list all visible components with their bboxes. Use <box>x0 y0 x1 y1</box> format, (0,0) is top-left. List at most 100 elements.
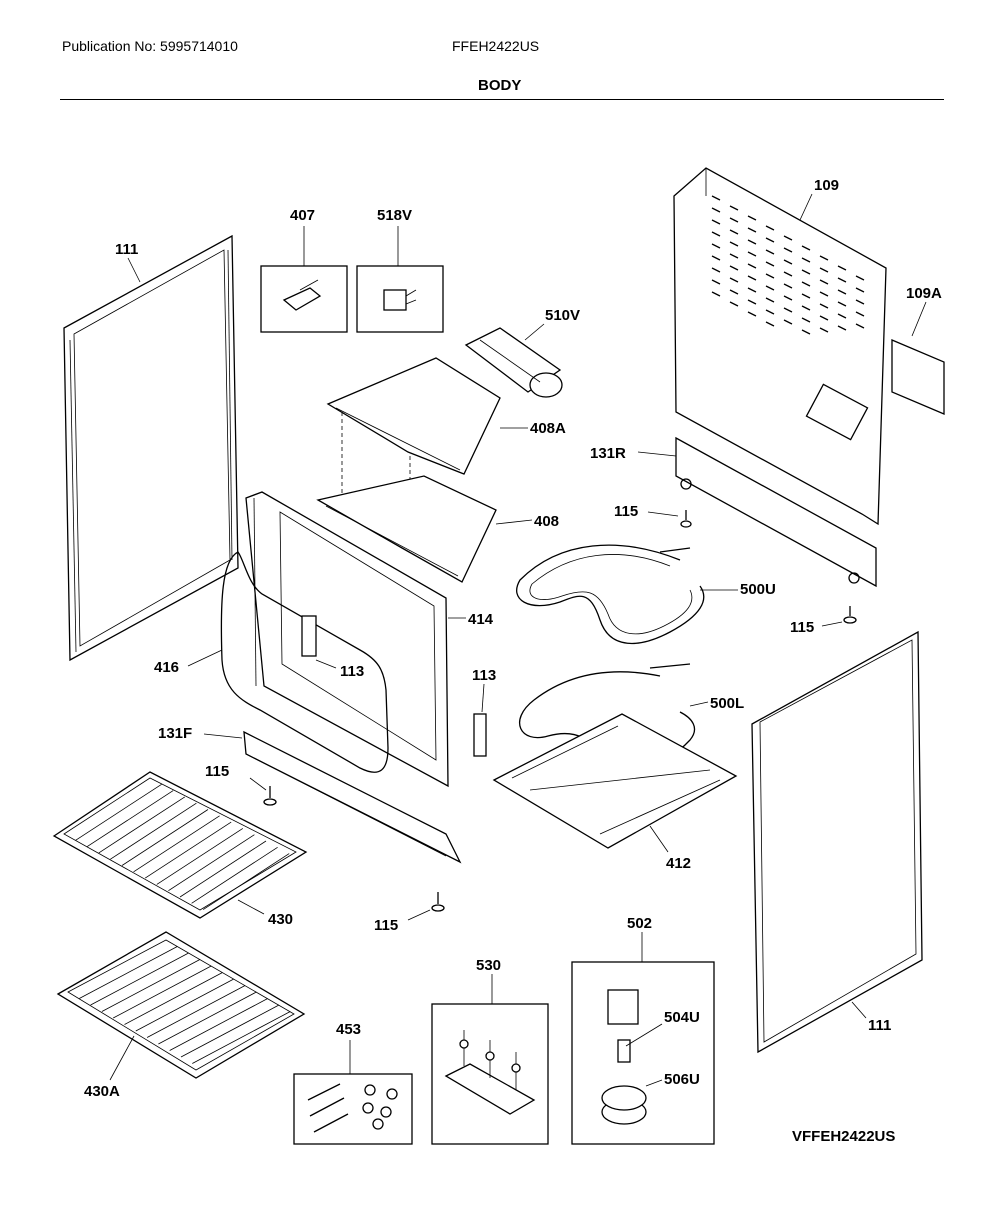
vent-slot <box>711 267 721 273</box>
part-407-clip <box>282 279 322 311</box>
label-109: 109 <box>814 177 839 194</box>
label-408: 408 <box>534 513 559 530</box>
door-gasket-416[interactable] <box>220 551 389 773</box>
label-500l: 500L <box>710 695 744 712</box>
vent-slot <box>783 271 793 277</box>
label-430: 430 <box>268 911 293 928</box>
fan-motor-510v[interactable] <box>464 327 563 398</box>
leader-131r <box>637 451 677 457</box>
oven-liner-414[interactable] <box>245 491 449 788</box>
leveling-leg-115-b[interactable] <box>843 606 857 624</box>
oven-bottom-412[interactable] <box>492 713 738 849</box>
leveling-leg-115-c[interactable] <box>263 786 277 806</box>
rack-wire <box>113 965 212 1019</box>
label-115-c: 115 <box>205 763 229 780</box>
diagram-code: VFFEH2422US <box>792 1128 896 1145</box>
rack-wire <box>90 952 189 1006</box>
duct-408[interactable] <box>316 475 497 583</box>
vent-slot <box>729 277 739 283</box>
rack-wire <box>179 840 267 898</box>
side-panel-left[interactable] <box>63 234 239 662</box>
vent-slot <box>819 327 829 333</box>
rack-wire <box>192 1011 291 1064</box>
front-bracket-131f[interactable] <box>243 730 462 864</box>
vent-slot <box>711 195 721 201</box>
side-panel-right[interactable] <box>751 630 923 1054</box>
leveling-leg-115-d[interactable] <box>431 892 445 912</box>
vent-slot <box>729 205 739 211</box>
vent-slot <box>855 287 865 293</box>
publication-number: Publication No: 5995714010 <box>62 38 238 54</box>
vent-slot <box>783 307 793 313</box>
label-407: 407 <box>290 207 315 224</box>
rack-wire <box>146 985 246 1038</box>
vent-slot <box>855 299 865 305</box>
vent-slot <box>747 215 757 221</box>
vent-slot <box>801 317 811 323</box>
rack-wire <box>180 1004 280 1058</box>
leveling-leg-115-a[interactable] <box>680 510 692 528</box>
vent-slot <box>765 225 775 231</box>
back-panel-109[interactable] <box>673 167 887 526</box>
lower-element-500l[interactable] <box>518 663 696 771</box>
label-412: 412 <box>666 855 691 872</box>
vent-slot <box>837 277 847 283</box>
vent-slot <box>855 311 865 317</box>
leader-500l <box>689 701 709 707</box>
cover-109a[interactable] <box>891 339 945 415</box>
vent-slot <box>819 255 829 261</box>
leader-113-b <box>481 683 485 713</box>
rack-wire <box>75 783 162 841</box>
leader-430 <box>237 899 265 915</box>
rear-bracket-131r[interactable] <box>675 436 877 588</box>
leader-111-right <box>851 1001 867 1019</box>
rack-wire <box>133 815 220 873</box>
label-111-right: 111 <box>868 1017 891 1034</box>
upper-element-500u[interactable] <box>516 544 705 644</box>
vent-slot <box>747 311 757 317</box>
vent-slot <box>729 289 739 295</box>
vent-slot <box>711 219 721 225</box>
vent-slot <box>837 325 847 331</box>
part-407-box[interactable] <box>260 265 348 333</box>
rack-wire <box>156 828 244 885</box>
vent-slot <box>765 297 775 303</box>
hardware-kit-453-screws <box>307 1083 398 1133</box>
leader-408 <box>495 519 533 525</box>
leader-115-b <box>821 621 843 627</box>
leader-412 <box>649 825 669 853</box>
vent-slot <box>783 259 793 265</box>
vent-slot <box>747 251 757 257</box>
oven-rack-430a[interactable] <box>56 931 306 1079</box>
hardware-kit-453[interactable] <box>293 1073 413 1145</box>
duct-408a[interactable] <box>326 357 501 494</box>
label-109a: 109A <box>906 285 942 302</box>
vent-slot <box>801 329 811 335</box>
label-506u: 506U <box>664 1071 700 1088</box>
vent-slot <box>801 293 811 299</box>
label-518v: 518V <box>377 207 412 224</box>
rack-wire <box>121 809 209 866</box>
vent-slot <box>765 237 775 243</box>
part-518v-box[interactable] <box>356 265 444 333</box>
rack-wire <box>202 853 290 910</box>
leader-109a <box>911 301 927 337</box>
rack-wire <box>168 834 255 892</box>
vent-slot <box>747 227 757 233</box>
label-408a: 408A <box>530 420 566 437</box>
oven-rack-430[interactable] <box>52 771 308 919</box>
hinge-113-b[interactable] <box>473 713 487 757</box>
hinge-113-a[interactable] <box>301 615 317 657</box>
leader-416 <box>187 649 223 667</box>
rack-wire <box>158 991 257 1045</box>
vent-slot <box>783 247 793 253</box>
leader-430a <box>109 1035 135 1081</box>
vent-slot <box>801 257 811 263</box>
rack-wire <box>144 821 232 879</box>
vent-slot <box>765 285 775 291</box>
vent-slot <box>747 299 757 305</box>
label-453: 453 <box>336 1021 361 1038</box>
knob-506u[interactable] <box>601 1085 647 1125</box>
vent-slot <box>855 323 865 329</box>
